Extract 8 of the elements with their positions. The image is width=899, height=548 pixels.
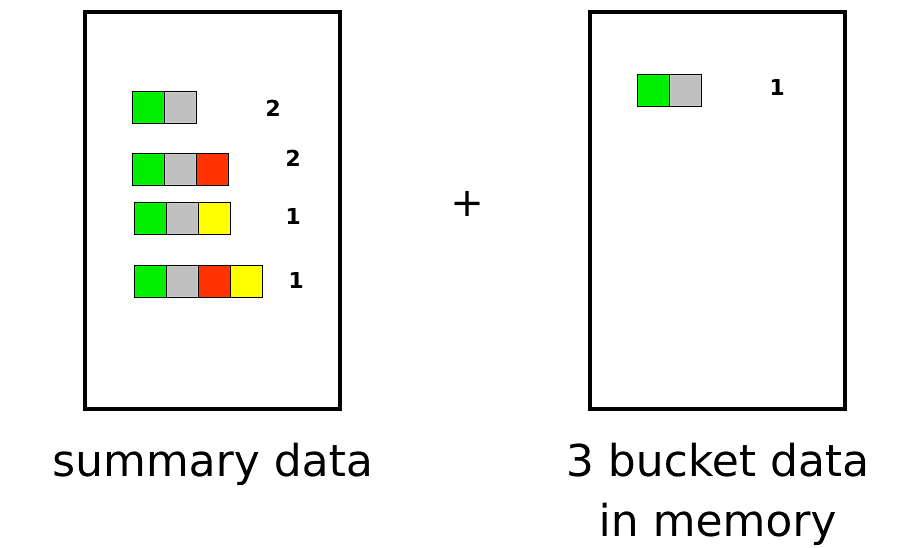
panel-caption: summary data bbox=[51, 435, 374, 489]
count-number: 1 bbox=[288, 269, 304, 295]
count-number: 1 bbox=[285, 205, 301, 231]
count-number: 1 bbox=[769, 76, 785, 102]
count-number: 2 bbox=[265, 97, 281, 123]
plus-sign: + bbox=[450, 181, 484, 225]
count-number: 2 bbox=[285, 147, 301, 173]
panel-caption: 3 bucket data in memory bbox=[564, 435, 870, 548]
